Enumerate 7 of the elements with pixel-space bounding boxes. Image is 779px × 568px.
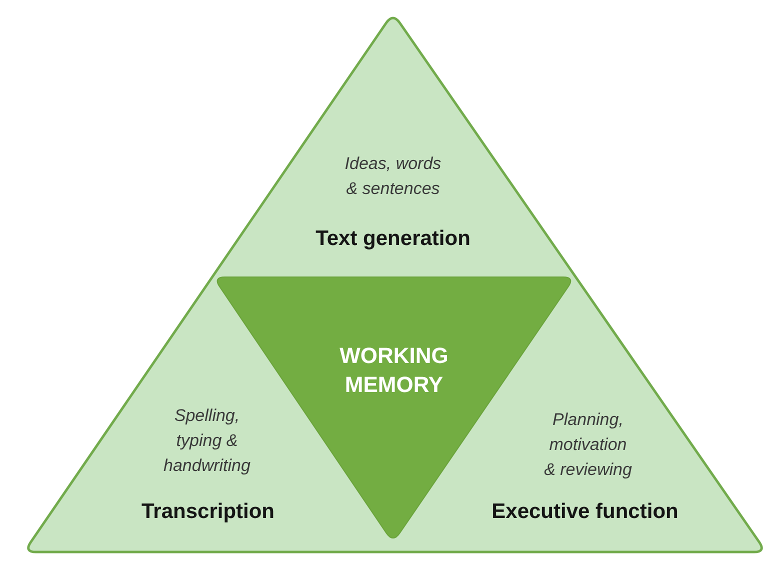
section-heading: Text generation xyxy=(316,226,470,252)
description-text: Ideas, words & sentences xyxy=(344,153,442,200)
center-label: WORKING MEMORY xyxy=(338,342,450,399)
description-text: Planning, motivation & reviewing xyxy=(543,409,633,481)
description-text: Spelling, typing & handwriting xyxy=(162,405,252,477)
section-heading: Executive function xyxy=(492,499,678,525)
section-heading: Transcription xyxy=(141,499,275,525)
